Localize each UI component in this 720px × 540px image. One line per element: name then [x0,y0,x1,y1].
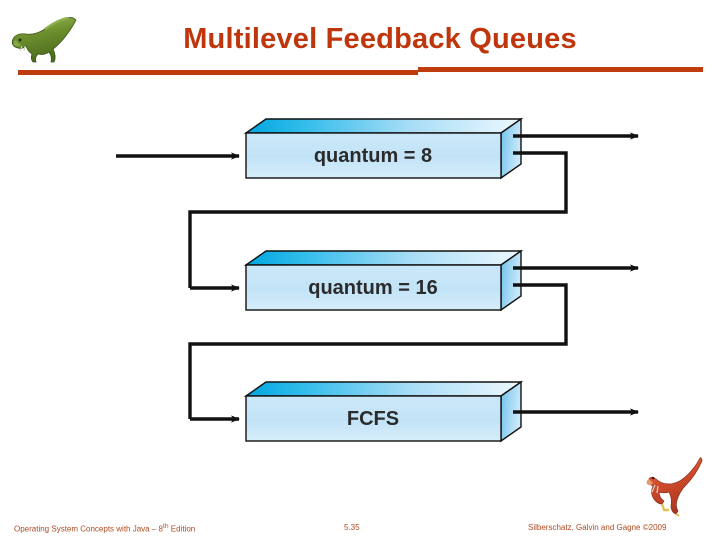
queue-box-top-face [243,118,524,134]
queue-box-top-face [243,250,524,266]
queue-box-fcfs: FCFS [243,380,524,443]
queue-box-top-face [243,381,524,397]
title-rule-left [18,70,418,75]
queue-box-quantum-8: quantum = 8 [243,117,524,180]
queue-box-front-face [245,264,502,311]
demote-loop-quantum-16-to-fcfs [188,283,568,419]
footer-edition-label: Operating System Concepts with Java – 8t… [14,523,195,534]
demote-loop-quantum-8-to-16 [188,151,568,288]
queue-box-quantum-16: quantum = 16 [243,249,524,312]
orange-dinosaur-icon [646,457,703,517]
footer-edition-tail: Edition [168,524,196,534]
footer-edition-ordinal: th [162,523,169,530]
queue-box-front-face [245,132,502,179]
green-dinosaur-icon [11,16,77,63]
queue-label: quantum = 16 [308,277,437,299]
queue-box-front-face [245,395,502,442]
footer-edition-main: Operating System Concepts with Java – 8 [14,524,163,534]
queue-label: FCFS [347,408,399,430]
footer-copyright: Silberschatz, Galvin and Gagne ©2009 [528,523,667,532]
queue-label: quantum = 8 [314,145,432,167]
footer-page-number: 5.35 [344,523,360,532]
title-rule-right [418,67,703,72]
page-title: Multilevel Feedback Queues [183,23,577,55]
